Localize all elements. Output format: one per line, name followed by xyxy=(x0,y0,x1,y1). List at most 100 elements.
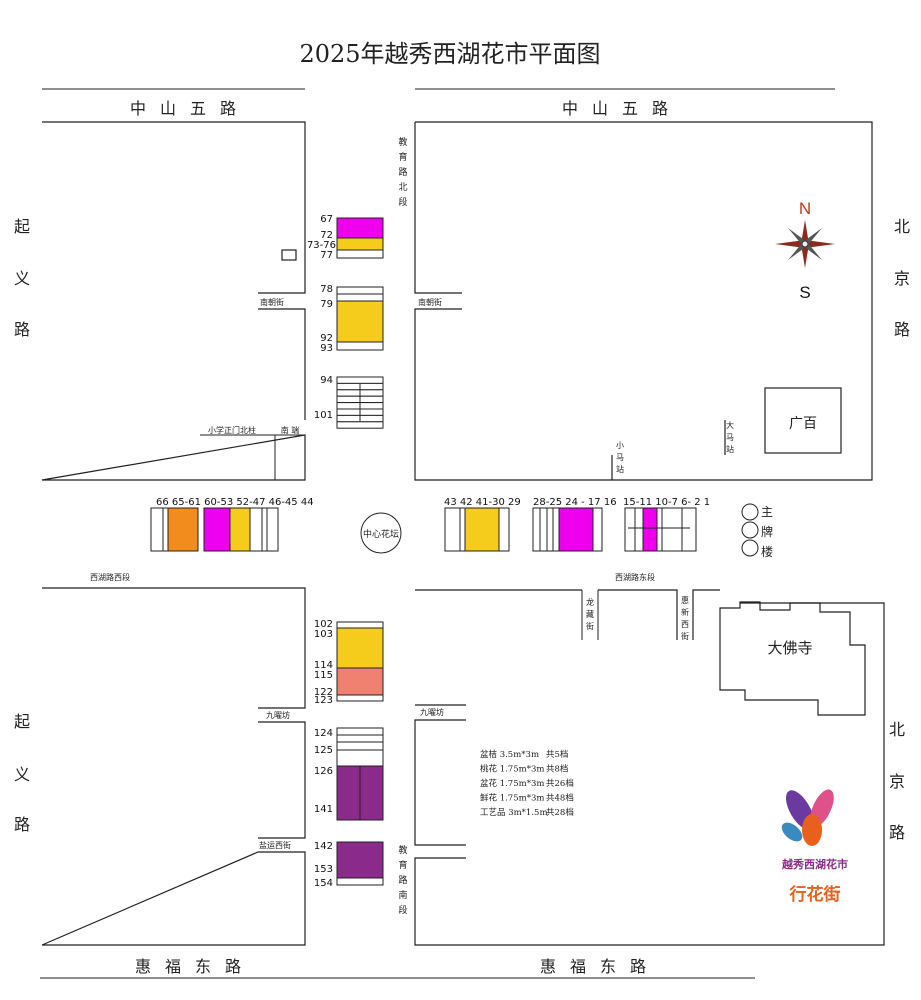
svg-text:教: 教 xyxy=(398,844,407,856)
street-jiuyao-right: 九曜坊 xyxy=(420,707,444,717)
stall-group-102-123[interactable] xyxy=(336,621,384,702)
svg-text:N: N xyxy=(799,199,811,218)
xihu-flower-market-logo: 越秀西湖花市 行花街 xyxy=(781,789,848,905)
stall-number: 141 xyxy=(314,804,333,815)
svg-text:路: 路 xyxy=(889,823,905,842)
stall-row-mid[interactable] xyxy=(444,507,510,552)
stall xyxy=(336,376,384,384)
stall-number: 115 xyxy=(314,670,333,681)
road-edu-south: 教 育 路 南 段 xyxy=(398,844,407,916)
stall-row-mid2[interactable] xyxy=(532,507,603,552)
road-beijing-top: 北 京 路 xyxy=(894,217,910,339)
road-zhongshan-left: 中山五路 xyxy=(130,99,250,118)
svg-text:大: 大 xyxy=(726,420,734,430)
street-south-end: 南 端 xyxy=(281,425,300,435)
svg-text:马: 马 xyxy=(726,433,734,442)
legend-item: 桃花 1.75m*3m xyxy=(480,764,544,775)
legend-count: 共26档 xyxy=(546,778,574,789)
road-qiyi-bottom: 起 义 路 xyxy=(14,712,30,834)
stall-number: 124 xyxy=(314,728,333,739)
street-nanchao-left: 南朝街 xyxy=(260,297,284,307)
stall-number-row: 15-11 10-7 6- 2 1 xyxy=(623,497,710,508)
stall-number: 103 xyxy=(314,629,333,640)
stall-group-142-154[interactable] xyxy=(336,841,384,886)
dafo-temple-building xyxy=(719,601,866,716)
svg-text:牌: 牌 xyxy=(761,525,773,539)
road-huifu-left: 惠福东路 xyxy=(135,957,255,976)
stall-row-right[interactable] xyxy=(624,507,697,552)
stall-number: 77 xyxy=(320,250,333,261)
street-nanchao-right: 南朝街 xyxy=(418,297,442,307)
guangbai-label: 广百 xyxy=(789,416,817,432)
legend-count: 共28档 xyxy=(546,807,574,818)
svg-text:路: 路 xyxy=(398,166,407,178)
stall-number: 93 xyxy=(320,343,333,354)
svg-text:惠: 惠 xyxy=(681,595,689,605)
legend-item: 工艺品 3m*1.5m xyxy=(480,808,548,818)
legend-item: 盆桔 3.5m*3m xyxy=(480,749,539,760)
svg-text:南: 南 xyxy=(398,889,407,901)
svg-text:教: 教 xyxy=(398,136,407,148)
svg-text:育: 育 xyxy=(398,859,407,871)
svg-text:路: 路 xyxy=(14,320,30,339)
stall-group-67-77[interactable] xyxy=(336,217,384,259)
stall-number: 125 xyxy=(314,745,333,756)
block-northeast xyxy=(414,121,873,481)
svg-text:龙: 龙 xyxy=(586,597,594,607)
svg-text:小: 小 xyxy=(616,441,624,450)
legend-count: 共5档 xyxy=(546,749,568,760)
stall xyxy=(336,421,384,429)
street-longcang: 龙 藏 街 xyxy=(586,597,594,631)
road-zhongshan-right: 中山五路 xyxy=(562,99,682,118)
svg-text:新: 新 xyxy=(681,607,689,617)
stall-number: 126 xyxy=(314,766,333,777)
stall-number: 79 xyxy=(320,299,333,310)
road-huifu-right: 惠福东路 xyxy=(540,957,660,976)
page-title: 2025年越秀西湖花市平面图 xyxy=(299,40,600,68)
street-huixin: 惠 新 西 街 xyxy=(681,595,689,641)
stall-number: 122 xyxy=(314,687,333,698)
stall-number: 67 xyxy=(320,214,333,225)
svg-text:站: 站 xyxy=(616,464,624,474)
svg-text:北: 北 xyxy=(894,217,910,236)
stall-number: 114 xyxy=(314,660,333,671)
svg-text:育: 育 xyxy=(398,151,407,163)
stall-number: 142 xyxy=(314,841,333,852)
stall-number: 123 xyxy=(314,695,333,706)
svg-text:义: 义 xyxy=(14,765,30,784)
svg-text:藏: 藏 xyxy=(586,609,594,619)
block-northwest xyxy=(41,121,306,481)
road-qiyi-top: 起 义 路 xyxy=(14,217,30,339)
svg-text:路: 路 xyxy=(14,815,30,834)
svg-text:路: 路 xyxy=(398,874,407,886)
stall-group-94-101[interactable] xyxy=(336,376,384,429)
stall-group-124-141[interactable] xyxy=(336,727,384,821)
svg-text:北: 北 xyxy=(889,720,905,739)
svg-text:S: S xyxy=(799,283,810,302)
block-southeast xyxy=(414,589,885,946)
block-southwest xyxy=(41,587,306,946)
svg-text:马: 马 xyxy=(616,453,624,462)
street-yanyun: 盐运西街 xyxy=(259,840,291,850)
dafo-temple-label: 大佛寺 xyxy=(767,639,812,657)
svg-text:起: 起 xyxy=(14,712,30,731)
stall-row-left[interactable] xyxy=(150,507,279,552)
stall-number-row: 66 65-61 60-53 52-47 46-45 44 xyxy=(156,497,314,508)
svg-text:段: 段 xyxy=(398,904,407,916)
stall-number: 102 xyxy=(314,619,333,630)
street-xihu-east: 西湖路东段 xyxy=(615,572,655,582)
svg-text:义: 义 xyxy=(14,269,30,288)
stall-group-78-93[interactable] xyxy=(336,286,384,351)
road-beijing-bottom: 北 京 路 xyxy=(889,720,905,842)
svg-text:街: 街 xyxy=(681,631,689,641)
svg-text:越秀西湖花市: 越秀西湖花市 xyxy=(781,857,848,871)
small-building xyxy=(281,249,297,261)
stall-number-row: 28-25 24 - 17 16 xyxy=(533,497,617,508)
road-edu-north: 教 育 路 北 段 xyxy=(398,136,407,208)
svg-text:起: 起 xyxy=(14,217,30,236)
stall-number: 73-76 xyxy=(307,240,336,251)
stall-number: 72 xyxy=(320,230,333,241)
stall-number: 101 xyxy=(314,410,333,421)
